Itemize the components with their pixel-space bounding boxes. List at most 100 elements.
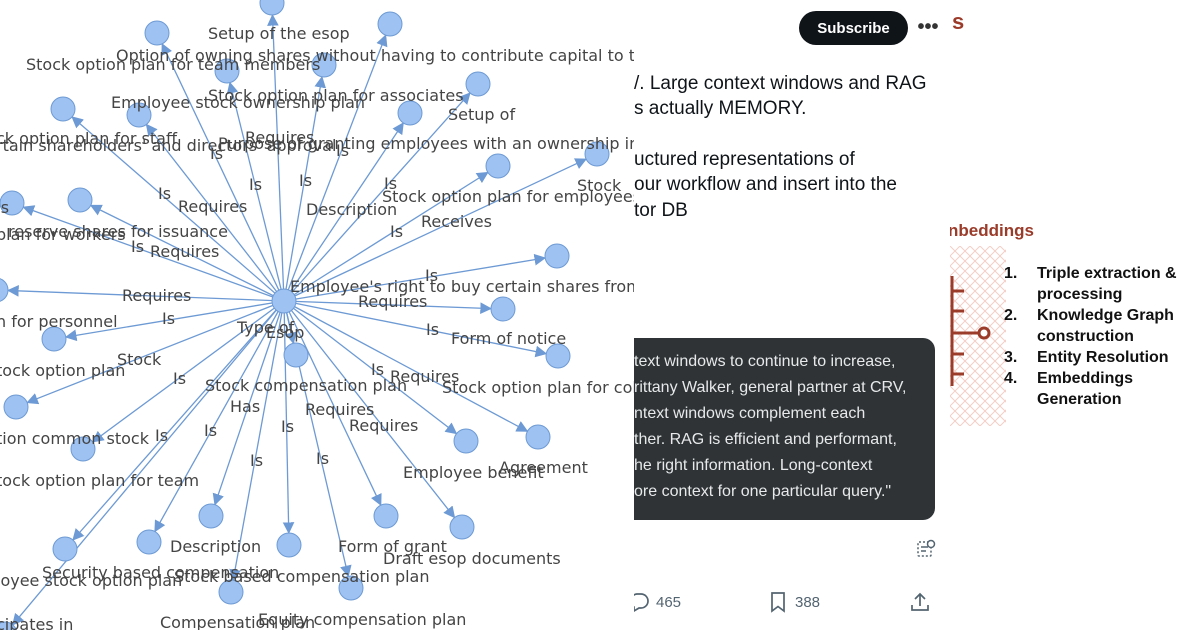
slide-title: s: [952, 9, 965, 34]
graph-node[interactable]: [449, 514, 475, 540]
tweet-line: /. Large context windows and RAG: [634, 73, 927, 94]
graph-node-label: Setup of the esop: [208, 24, 350, 43]
quote-card[interactable]: text windows to continue to increase, ri…: [634, 338, 935, 520]
graph-node[interactable]: [136, 529, 162, 555]
graph-edge: [153, 300, 285, 533]
bookmark-button[interactable]: 388: [767, 590, 820, 614]
graph-node[interactable]: [525, 424, 551, 450]
graph-node-label: tock option plan for team: [0, 471, 200, 490]
graph-node[interactable]: [485, 153, 511, 179]
graph-node[interactable]: [3, 394, 29, 420]
graph-edge-label: Is: [250, 451, 264, 470]
graph-node[interactable]: [126, 102, 152, 128]
graph-edge: [22, 205, 285, 302]
graph-edge-label: Requires: [178, 197, 248, 216]
graph-edge-label: Is: [173, 369, 187, 388]
graph-node-label: rtain shareholders' and directors' appro…: [0, 136, 337, 155]
bookmark-count: 388: [795, 593, 821, 611]
more-options-button[interactable]: •••: [917, 16, 939, 38]
graph-edge: [283, 300, 548, 358]
graph-edge: [283, 253, 547, 302]
graph-node[interactable]: [377, 11, 403, 37]
graph-edge: [89, 204, 285, 302]
slide-panel: s nbeddings 1. Triple extraction & proce…: [950, 0, 1200, 630]
graph-node[interactable]: [0, 278, 9, 302]
graph-node[interactable]: [198, 503, 224, 529]
graph-node-label: Description: [170, 537, 262, 556]
list-item-text: construction: [1037, 328, 1134, 345]
graph-edge: [283, 158, 588, 302]
graph-edge: [91, 300, 285, 444]
list-number: 2.: [1004, 307, 1018, 324]
graph-node[interactable]: [52, 536, 78, 562]
graph-edge-label: Is: [131, 237, 145, 256]
graph-edge-label: Requires: [245, 128, 315, 147]
reply-button[interactable]: 465: [634, 590, 681, 614]
graph-node-label: Security based compensation: [42, 563, 280, 582]
graph-node[interactable]: [490, 296, 516, 322]
graph-center-node[interactable]: [271, 288, 297, 314]
graph-node[interactable]: [50, 96, 76, 122]
graph-canvas: [0, 0, 610, 630]
graph-node-label: Purpose of granting employees with an ow…: [218, 134, 634, 153]
graph-edge: [283, 300, 529, 433]
graph-node[interactable]: [214, 58, 240, 84]
graph-node-label: Agreement: [499, 458, 588, 477]
graph-edge-label: Is: [371, 360, 385, 379]
graph-node[interactable]: [545, 343, 571, 369]
list-number: 1.: [1004, 265, 1018, 282]
graph-nodes: [0, 0, 610, 630]
graph-edge-label: Is: [425, 266, 439, 285]
graph-edge-label: Is: [336, 141, 350, 160]
tweet-line: tor DB: [634, 200, 688, 221]
graph-node-label: reserve shares for issuance: [8, 222, 228, 241]
graph-node-label: Draft esop documents: [383, 549, 561, 568]
graph-node[interactable]: [259, 0, 285, 16]
graph-edge: [229, 300, 285, 582]
slide-subtitle: nbeddings: [950, 221, 1034, 240]
list-item-text: processing: [1037, 286, 1123, 303]
graph-node-label: Stock based compensation plan: [174, 567, 430, 586]
graph-node[interactable]: [453, 428, 479, 454]
graph-node-label: Option of owning shares without having t…: [116, 46, 634, 65]
graph-edge: [283, 300, 458, 435]
subscribe-button[interactable]: Subscribe: [799, 11, 908, 45]
graph-edge: [283, 300, 456, 519]
graph-node-label: cipates in: [0, 615, 74, 630]
graph-edge: [70, 115, 285, 302]
graph-node[interactable]: [373, 503, 399, 529]
graph-edge: [161, 42, 285, 302]
graph-node[interactable]: [70, 436, 96, 462]
graph-edge: [283, 91, 472, 302]
graph-center-label: Esop: [266, 323, 305, 342]
graph-node[interactable]: [276, 532, 302, 558]
graph-edge-label: Is: [316, 449, 330, 468]
graph-node[interactable]: [338, 575, 364, 601]
graph-node[interactable]: [218, 579, 244, 605]
graph-node-label: Type of: [237, 318, 295, 337]
graph-node[interactable]: [544, 243, 570, 269]
graph-node-label: Stock option plan for colle: [442, 378, 634, 397]
graph-edge: [283, 34, 388, 302]
share-button[interactable]: [909, 590, 931, 614]
graph-node[interactable]: [67, 187, 93, 213]
graph-node[interactable]: [0, 190, 25, 216]
graph-edge-label: Is: [390, 222, 404, 241]
notes-icon[interactable]: [916, 539, 936, 559]
graph-node[interactable]: [144, 20, 170, 46]
graph-node-label: Form of grant: [338, 537, 447, 556]
graph-node-label: tion common stock: [0, 429, 149, 448]
graph-node[interactable]: [0, 621, 17, 630]
graph-node[interactable]: [397, 100, 423, 126]
graph-edge-label: Requires: [349, 416, 419, 435]
graph-node[interactable]: [465, 71, 491, 97]
graph-node[interactable]: [41, 326, 67, 352]
graph-edge-label: Has: [230, 397, 261, 416]
graph-node-label: Equity compensation plan: [258, 610, 467, 629]
graph-node[interactable]: [584, 141, 610, 167]
list-number: 4.: [1004, 370, 1018, 387]
graph-edge-label: Is: [155, 426, 169, 445]
graph-node[interactable]: [283, 342, 309, 368]
graph-node[interactable]: [311, 52, 337, 78]
quote-line: ntext windows complement each: [634, 405, 866, 422]
